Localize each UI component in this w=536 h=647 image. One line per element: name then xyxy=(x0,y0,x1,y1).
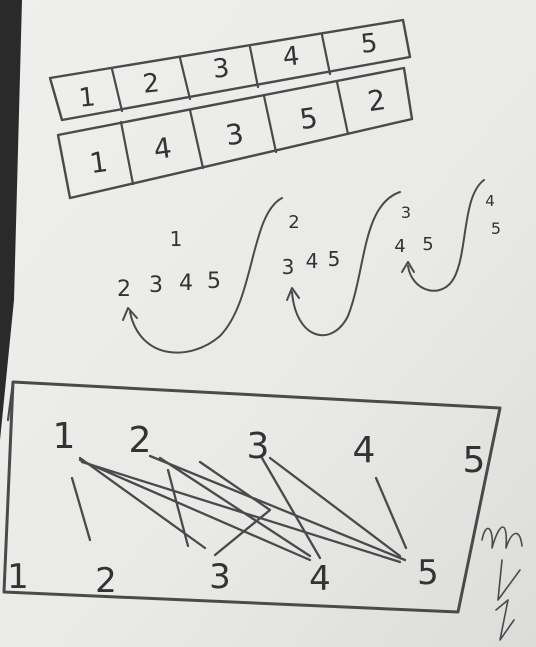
connection-lines xyxy=(70,454,408,564)
seq-step3-rest-1: 5 xyxy=(422,234,433,255)
box-top-digit-3: 4 xyxy=(353,430,376,471)
table-row1-dividers xyxy=(110,33,332,113)
seq-step2-top: 2 xyxy=(288,212,299,233)
row1-digit-4: 5 xyxy=(359,28,379,60)
row1-digit-3: 4 xyxy=(281,41,301,73)
box-top-digit-2: 3 xyxy=(247,426,270,467)
table-row2-digits: 1 4 3 5 2 xyxy=(88,83,388,180)
seq-step4-top: 4 xyxy=(485,192,495,210)
box-bottom-digit-1: 2 xyxy=(95,561,117,601)
row2-digit-0: 1 xyxy=(88,145,110,180)
row1-digit-2: 3 xyxy=(211,53,231,85)
box-corner-mark xyxy=(6,380,15,422)
matching-box-outline xyxy=(2,380,502,614)
seq-step2-rest-0: 3 xyxy=(282,255,295,279)
box-top-digit-1: 2 xyxy=(129,420,152,461)
box-bottom-digits: 1 2 3 4 5 xyxy=(7,553,439,601)
row1-digit-0: 1 xyxy=(77,82,97,114)
matching-box: 1 2 3 4 5 1 2 3 4 5 xyxy=(2,380,502,614)
margin-scribble xyxy=(481,526,523,641)
arrow-curve-3 xyxy=(407,179,485,292)
box-bottom-digit-3: 4 xyxy=(309,559,331,599)
arrow-head-3 xyxy=(401,261,415,273)
box-top-digit-0: 1 xyxy=(53,416,76,457)
seq-step4-rest-0: 5 xyxy=(491,219,501,238)
table-row1-outline xyxy=(48,18,412,122)
seq-step1-top: 1 xyxy=(170,227,183,251)
row2-digit-4: 2 xyxy=(366,83,388,118)
seq-step1-rest-0: 2 xyxy=(117,277,131,302)
seq-step1-rest-1: 3 xyxy=(149,273,163,298)
table-row2-outline xyxy=(56,66,414,200)
box-bottom-digit-0: 1 xyxy=(7,557,29,597)
box-bottom-digit-4: 5 xyxy=(417,553,439,593)
seq-step3-top: 3 xyxy=(401,203,411,222)
box-bottom-digit-2: 3 xyxy=(209,557,231,597)
seq-step3-rest-0: 4 xyxy=(394,236,405,257)
arrow-head-2 xyxy=(286,287,300,301)
arrow-head-1 xyxy=(122,307,138,321)
arrow-curve-2 xyxy=(291,191,401,337)
arrow-curve-1 xyxy=(129,197,283,354)
box-top-digit-4: 5 xyxy=(463,440,486,481)
seq-step2-rest-2: 5 xyxy=(328,247,341,271)
table-row1-digits: 1 2 3 4 5 xyxy=(77,28,379,114)
row1-digit-1: 2 xyxy=(141,68,161,100)
row2-digit-3: 5 xyxy=(298,101,320,136)
row2-digit-1: 4 xyxy=(152,131,174,166)
seq-step2-rest-1: 4 xyxy=(306,249,319,273)
row2-digit-2: 3 xyxy=(224,117,246,152)
box-top-digits: 1 2 3 4 5 xyxy=(53,416,486,481)
top-table: 1 2 3 4 5 1 4 3 5 2 xyxy=(48,18,414,200)
seq-step1-rest-2: 4 xyxy=(179,271,193,296)
table-row2-dividers xyxy=(119,80,350,186)
seq-step1-rest-3: 5 xyxy=(207,269,221,294)
